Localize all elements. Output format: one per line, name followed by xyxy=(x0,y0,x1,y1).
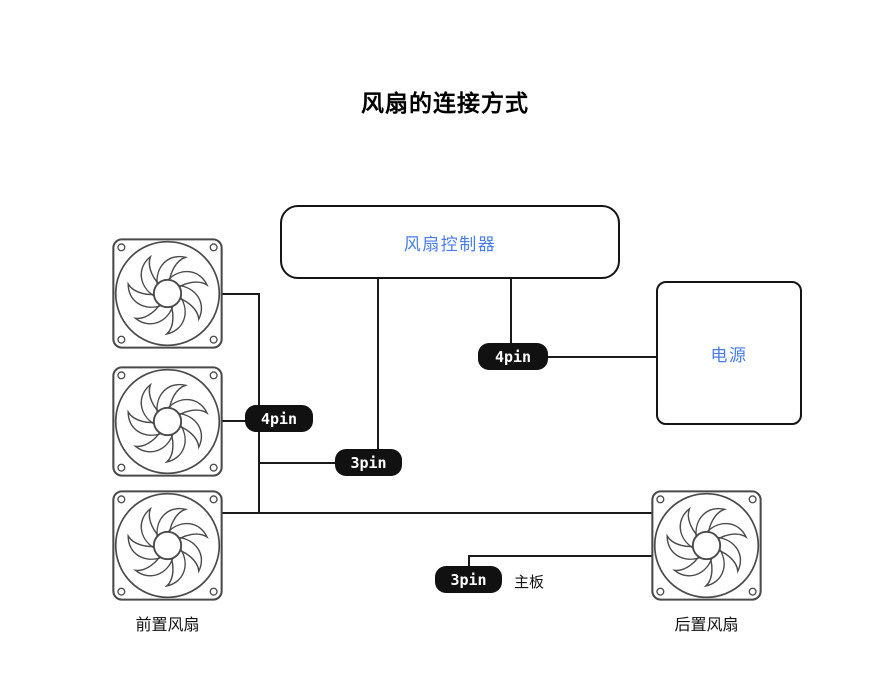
front-4pin-connector: 4pin xyxy=(245,405,313,432)
line-rear-fan-to-3pin-horizontal xyxy=(468,555,652,557)
power-supply-label: 电源 xyxy=(710,345,748,365)
fan-controller-label: 风扇控制器 xyxy=(403,234,497,254)
line-front-fan1-stub xyxy=(222,293,260,295)
rear-fan xyxy=(650,489,763,602)
fan-image xyxy=(111,237,224,350)
line-front-fan-trunk xyxy=(258,293,260,514)
front-fans-label: 前置风扇 xyxy=(135,617,200,634)
front-3pin-connector: 3pin xyxy=(335,449,402,476)
fan-controller-box: 风扇控制器 xyxy=(280,205,620,279)
line-rear-fan-to-3pin-vertical xyxy=(468,555,470,568)
page-title: 风扇的连接方式 xyxy=(361,90,529,116)
motherboard-label: 主板 xyxy=(514,574,545,591)
fan-image xyxy=(111,365,224,478)
line-front-3pin-branch xyxy=(258,462,379,464)
line-front-fan2-stub xyxy=(222,420,260,422)
front-fan-2 xyxy=(111,365,224,478)
line-controller-to-power-4pin xyxy=(510,279,512,358)
fan-image xyxy=(650,489,763,602)
line-power-4pin-to-power xyxy=(510,356,657,358)
power-supply-box: 电源 xyxy=(656,281,802,425)
front-fan-3 xyxy=(111,489,224,602)
rear-3pin-connector: 3pin xyxy=(435,566,502,593)
front-fan-1 xyxy=(111,237,224,350)
line-front-fan3-to-rear-fan xyxy=(222,512,652,514)
line-controller-to-front-3pin xyxy=(377,279,379,464)
power-4pin-connector: 4pin xyxy=(478,343,548,370)
fan-image xyxy=(111,489,224,602)
rear-fan-label: 后置风扇 xyxy=(674,617,739,634)
